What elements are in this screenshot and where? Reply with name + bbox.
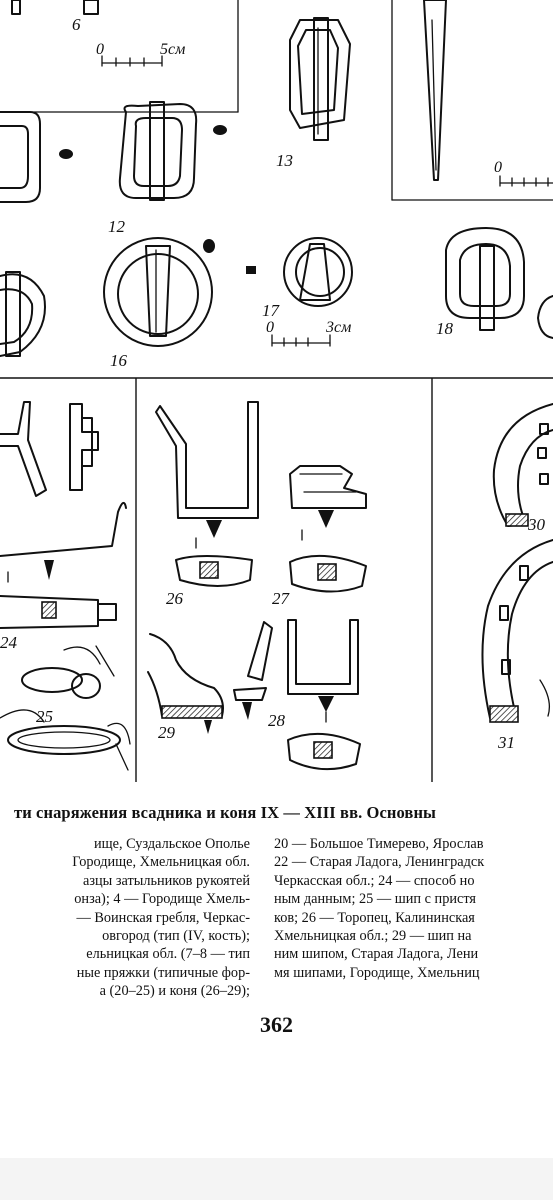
awl-drawing xyxy=(423,0,447,181)
partial-buckle-left xyxy=(0,111,73,203)
partial-item-right-edge xyxy=(537,295,553,339)
scale-bar-5cm: 0 5см xyxy=(96,41,185,67)
caption-left-line: ные пряжки (типичные фор- xyxy=(76,964,250,981)
caption-left-line: азцы затыльников рукоятей xyxy=(83,872,250,889)
figure-label-16: 16 xyxy=(110,351,128,370)
buckle-16-drawing xyxy=(103,237,215,347)
figure-label-17: 17 xyxy=(262,301,281,320)
figure-label-27: 27 xyxy=(272,589,291,608)
buckle-13-drawing xyxy=(289,17,351,141)
buckle-12-drawing xyxy=(118,101,227,201)
caption-right-line: мя шипами, Городище, Хмельниц xyxy=(274,964,480,981)
figure-caption-title: ти снаряжения всадника и коня IX — XIII … xyxy=(14,803,437,822)
figure-label-13: 13 xyxy=(276,151,293,170)
caption-right-line: 20 — Большое Тимерево, Ярослав xyxy=(274,836,484,852)
buckle-18-drawing xyxy=(445,227,525,331)
scale-bar-3cm: 0 3см xyxy=(266,319,351,347)
figure-label-29: 29 xyxy=(158,723,176,742)
figure-label-31: 31 xyxy=(497,733,515,752)
top-panel: 0 5см 0 3см 0 xyxy=(0,0,553,370)
caption-right-column: 20 — Большое Тимерево, Ярослав 22 — Стар… xyxy=(274,835,553,982)
caption-left-line: Городище, Хмельницкая обл. xyxy=(72,854,250,871)
bottom-middle-panel: 26 27 29 28 xyxy=(147,401,367,771)
caption-left-line: ище, Суздальское Ополье xyxy=(93,836,250,852)
scale-3cm-end: 3см xyxy=(325,319,351,336)
caption-left-line: онза); 4 — Городище Хмель- xyxy=(74,891,250,908)
figure-label-30: 30 xyxy=(527,515,546,534)
scale-3cm-zero: 0 xyxy=(266,319,274,336)
figure-label-12: 12 xyxy=(108,217,126,236)
caption-left-line: ельницкая обл. (7–8 — тип xyxy=(86,946,250,963)
figure-label-18: 18 xyxy=(436,319,454,338)
caption-left-line: а (20–25) и коня (26–29); xyxy=(99,983,250,1000)
buckle-17-drawing xyxy=(246,237,353,307)
caption-right-line: ков; 26 — Торопец, Калининская xyxy=(274,909,475,926)
caption-left-column: ище, Суздальское Ополье Городище, Хмельн… xyxy=(0,835,250,1001)
illustration-plate: 0 5см 0 3см 0 xyxy=(0,0,553,782)
scale-bar-right: 0 xyxy=(494,159,553,187)
viewer-bottom-bar xyxy=(0,1158,553,1200)
caption-left-line: — Воинская гребля, Черкас- xyxy=(76,909,250,926)
caption-right-line: ным данным; 25 — шип с пристя xyxy=(274,891,476,908)
bottom-left-panel: 24 25 xyxy=(0,401,131,771)
caption-right-line: Черкасская обл.; 24 — способ но xyxy=(274,872,475,889)
caption-right-line: Хмельницкая обл.; 29 — шип на xyxy=(274,927,472,944)
caption-right-line: 22 — Старая Ладога, Ленинградск xyxy=(274,854,485,871)
figure-label-28: 28 xyxy=(268,711,286,730)
scale-right-zero: 0 xyxy=(494,159,502,176)
caption-right-line: ним шипом, Старая Ладога, Лени xyxy=(274,946,479,963)
scale-5cm-end: 5см xyxy=(160,41,185,58)
figure-label-24: 24 xyxy=(0,633,18,652)
caption-left-line: овгород (тип (IV, кость); xyxy=(102,927,250,944)
partial-round-left xyxy=(0,271,46,357)
bottom-right-panel: 30 31 xyxy=(481,403,553,752)
partial-item-top-left xyxy=(11,0,21,15)
figure-label-6: 6 xyxy=(72,15,81,34)
item-6-shape xyxy=(83,0,99,15)
figure-label-26: 26 xyxy=(166,589,184,608)
scale-5cm-zero: 0 xyxy=(96,41,104,58)
page-number: 362 xyxy=(260,1012,293,1037)
figure-label-25: 25 xyxy=(36,707,53,726)
